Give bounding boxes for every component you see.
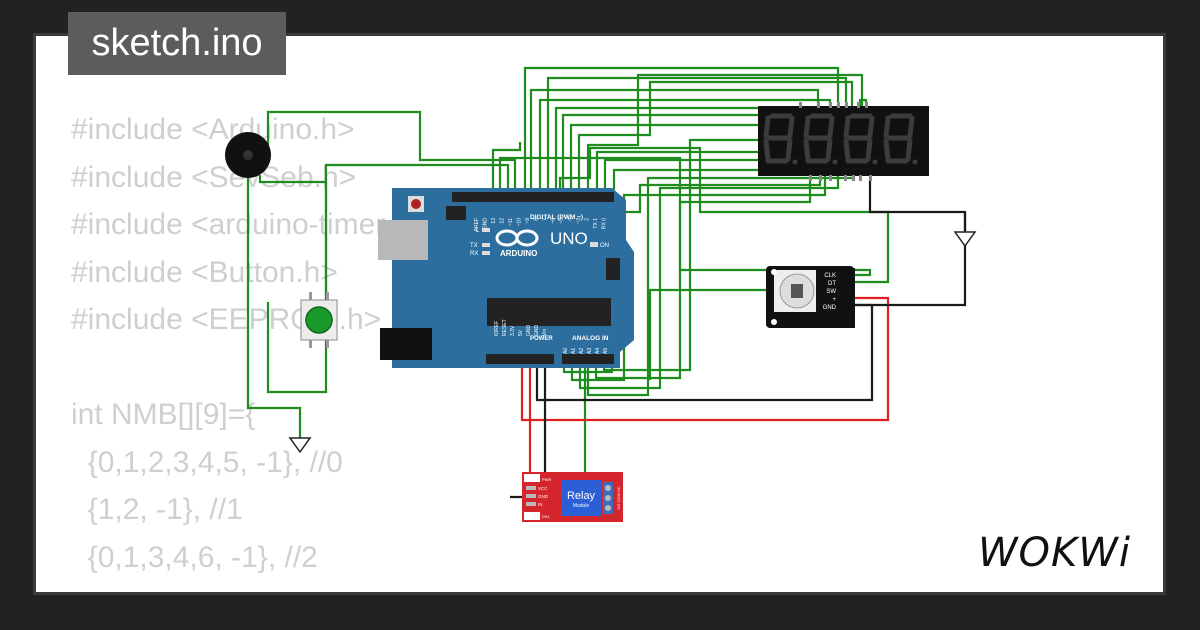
- analog-pin-label: A2: [579, 348, 585, 354]
- digital-pin-label: 13: [491, 218, 497, 224]
- arduino-uno-board: UNO ARDUINO DIGITAL (PWM ~) ANALOG IN PO…: [378, 188, 634, 368]
- ground-symbol-right: [953, 231, 977, 248]
- rotary-encoder: CLK DT SW + GND: [766, 266, 855, 328]
- display-digit: [763, 113, 798, 165]
- tx-label: TX: [470, 243, 478, 249]
- power-pin-label: 5V: [518, 329, 524, 336]
- digital-pin-label: 8: [534, 218, 540, 221]
- digital-pin-label: 2: [585, 218, 591, 221]
- digital-pin-label: ~10: [517, 218, 523, 227]
- wokwi-logo-text: WOKWi: [978, 530, 1131, 576]
- on-label: ON: [600, 243, 609, 249]
- file-tab[interactable]: sketch.ino: [68, 12, 286, 75]
- encoder-pin-label: +: [832, 297, 836, 303]
- board-model-label: UNO: [550, 229, 588, 248]
- code-line: #include <Arduino.h>: [71, 113, 355, 146]
- power-pin-label: GND: [526, 325, 532, 337]
- code-line: {0,1,2,3,4,5, -1}, //0: [71, 445, 343, 479]
- digital-pin-label: 7: [542, 218, 548, 221]
- relay-pin-labels: VCC GND IN: [526, 486, 549, 507]
- code-line: int NMB[][9]={: [71, 398, 256, 431]
- code-line: {0,1,2,3,6, -1}, //3: [71, 588, 318, 592]
- digital-pin-label: ~5: [559, 218, 565, 224]
- relay-label: Relay: [567, 490, 596, 502]
- wokwi-logo[interactable]: WOKWi: [978, 528, 1150, 581]
- analog-pins-label: ANALOG IN: [572, 335, 609, 342]
- digital-pin-label: ~6: [551, 218, 557, 224]
- display-digit: [843, 113, 878, 165]
- ground-symbol-left: [288, 437, 312, 454]
- push-button: [300, 292, 338, 348]
- encoder-pin-label: CLK: [824, 273, 836, 279]
- digital-pin-label: 4: [568, 218, 574, 221]
- digital-pin-label: RX 0: [602, 218, 608, 229]
- relay-sublabel: Module: [573, 503, 590, 509]
- digital-pin-label: ~3: [576, 218, 582, 224]
- analog-pin-label: A3: [587, 348, 593, 354]
- analog-pin-label: A4: [595, 348, 601, 354]
- encoder-pin-label: GND: [823, 305, 837, 311]
- encoder-pin-label: SW: [826, 289, 836, 295]
- display-digits: [763, 113, 918, 165]
- power-pin-label: Vin: [542, 329, 548, 336]
- power-pins-label: POWER: [530, 336, 553, 342]
- l-led-label: L: [476, 228, 480, 234]
- rx-label: RX: [470, 251, 478, 257]
- digital-pin-label: GND: [483, 218, 489, 230]
- relay-pin-label: GND: [538, 494, 549, 499]
- digital-pin-label: ~9: [525, 218, 531, 224]
- power-pin-label: 3.3V: [510, 325, 516, 336]
- digital-pin-label: 12: [500, 218, 506, 224]
- power-pin-label: GND: [534, 325, 540, 337]
- analog-pin-label: A1: [571, 348, 577, 354]
- display-digit: [803, 113, 838, 165]
- buzzer: [225, 132, 271, 178]
- relay-ds1-label: DS1: [542, 514, 551, 519]
- digital-pin-label: AREF: [474, 218, 480, 231]
- power-pin-label: IOREF: [494, 321, 500, 336]
- code-line: {1,2, -1}, //1: [71, 493, 243, 526]
- digital-pin-label: TX 1: [593, 218, 599, 229]
- relay-pin-label: VCC: [538, 486, 548, 491]
- code-preview: #include <Arduino.h> #include <SevSeb.h>…: [71, 106, 426, 592]
- analog-pin-label: A5: [603, 348, 609, 354]
- board-brand-label: ARDUINO: [500, 249, 537, 258]
- seven-segment-display: [758, 102, 929, 181]
- digital-pin-label: ~11: [508, 218, 514, 226]
- power-pin-label: RESET: [502, 319, 508, 336]
- code-line: {0,1,3,4,6, -1}, //2: [71, 540, 318, 574]
- encoder-pin-label: DT: [828, 281, 836, 287]
- relay-pwr-label: PWR: [542, 477, 551, 482]
- digital-pins-label: DIGITAL (PWM ~): [530, 214, 583, 221]
- relay-module: Relay Module PWR DS1 VCC GND IN NO COM NC: [522, 472, 623, 522]
- relay-terminal-labels: NO COM NC: [616, 486, 621, 509]
- code-line: #include <EEPROM.h>: [71, 303, 382, 336]
- relay-pin-label: IN: [538, 502, 543, 507]
- code-line: #include <Button.h>: [71, 255, 338, 289]
- analog-pin-label: A0: [563, 348, 569, 354]
- display-digit: [883, 113, 918, 165]
